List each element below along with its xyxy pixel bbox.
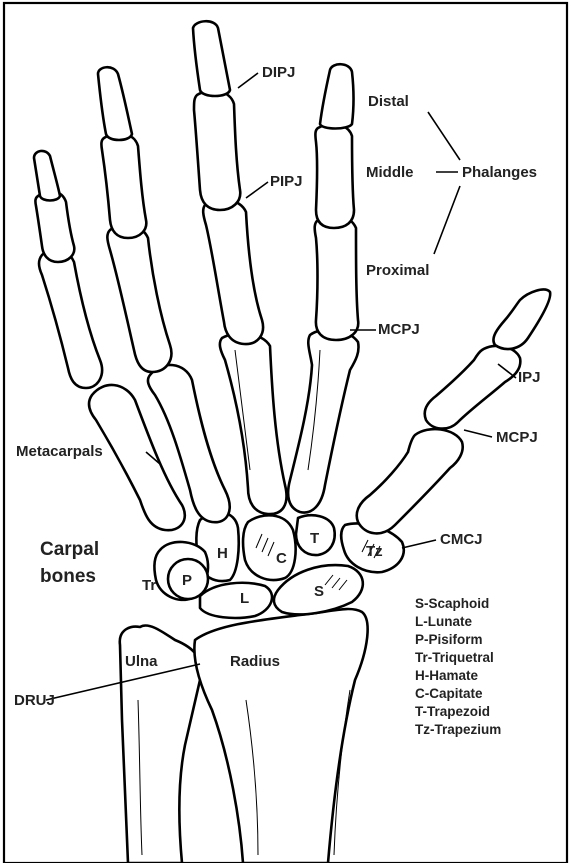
distal-phalanx-index [320, 64, 354, 128]
legend-item: S-Scaphoid [415, 596, 489, 611]
legend-item: Tr-Triquetral [415, 650, 494, 665]
metacarpal-thumb [357, 429, 463, 533]
legend-item: Tz-Trapezium [415, 722, 501, 737]
label-radius: Radius [230, 653, 280, 670]
label-ipj: IPJ [518, 369, 541, 386]
letter-triquetral: Tr [142, 577, 156, 594]
middle-phalanx-middle [194, 91, 240, 210]
label-druj: DRUJ [14, 692, 55, 709]
label-carpal-bones-line2: bones [40, 566, 96, 587]
label-phalanges: Phalanges [462, 164, 537, 181]
legend-item: P-Pisiform [415, 632, 483, 647]
middle-phalanges [35, 91, 354, 262]
letter-trapezium: Tz [366, 543, 383, 560]
label-carpal-bones-line1: Carpal [40, 539, 99, 560]
proximal-phalanx-index [315, 215, 359, 340]
distal-phalanx-little [34, 151, 60, 201]
label-cmcj: CMCJ [440, 531, 483, 548]
label-middle: Middle [366, 164, 414, 181]
proximal-phalanx-ring [107, 224, 171, 372]
label-metacarpals: Metacarpals [16, 443, 103, 460]
label-distal: Distal [368, 93, 409, 110]
capitate-bone [243, 515, 296, 580]
middle-phalanx-ring [101, 133, 146, 238]
proximal-phalanx-thumb [425, 346, 521, 429]
label-ulna: Ulna [125, 653, 158, 670]
letter-trapezoid: T [310, 530, 319, 547]
legend: S-Scaphoid L-Lunate P-Pisiform Tr-Trique… [415, 596, 501, 737]
label-mcpj-thumb: MCPJ [496, 429, 538, 446]
distal-phalanx-ring [98, 67, 132, 140]
proximal-phalanx-little [39, 249, 102, 388]
label-mcpj-finger: MCPJ [378, 321, 420, 338]
label-pipj: PIPJ [270, 173, 303, 190]
middle-phalanx-index [315, 124, 354, 228]
legend-item: T-Trapezoid [415, 704, 490, 719]
legend-item: C-Capitate [415, 686, 483, 701]
middle-phalanx-little [35, 191, 74, 262]
label-dipj: DIPJ [262, 64, 295, 81]
legend-item: H-Hamate [415, 668, 479, 683]
legend-item: L-Lunate [415, 614, 472, 629]
letter-pisiform: P [182, 572, 192, 589]
lunate-bone [200, 583, 272, 618]
label-proximal: Proximal [366, 262, 429, 279]
distal-phalanx-middle [193, 21, 230, 96]
metacarpal-index [288, 330, 358, 513]
letter-hamate: H [217, 545, 228, 562]
metacarpal-middle [220, 333, 287, 514]
letter-lunate: L [240, 590, 249, 607]
distal-phalanx-thumb [493, 290, 550, 349]
proximal-phalanx-middle [203, 200, 263, 345]
letter-capitate: C [276, 550, 287, 567]
radius-bone [194, 609, 367, 863]
letter-scaphoid: S [314, 583, 324, 600]
